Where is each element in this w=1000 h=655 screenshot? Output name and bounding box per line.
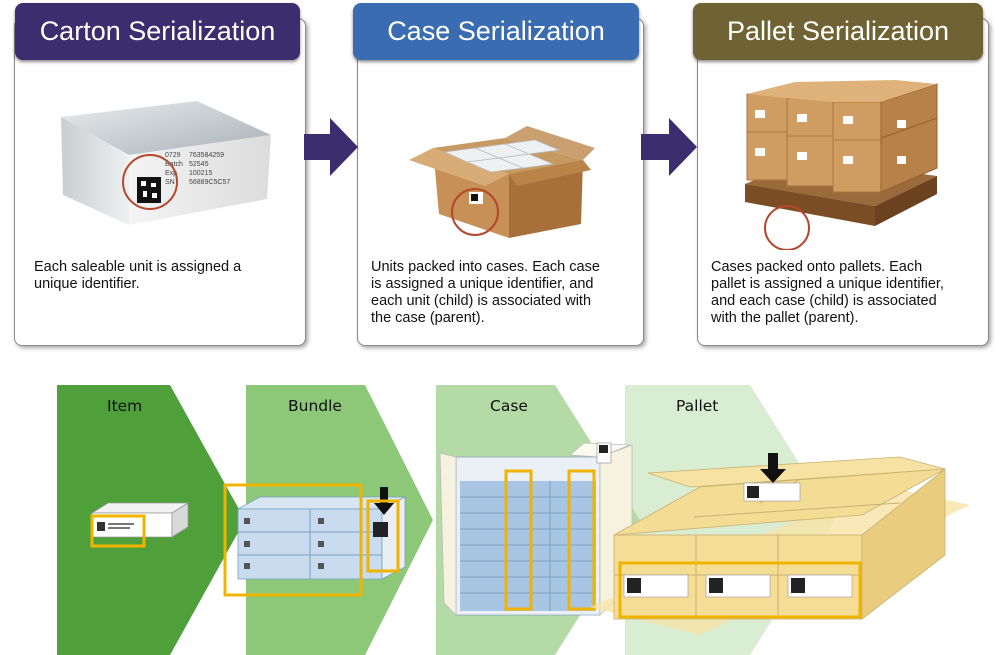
carton-label-value: 56889C5C57	[189, 179, 230, 186]
pallet-illustration	[745, 80, 938, 250]
carton-label-line: 0729	[165, 152, 181, 159]
highlight-circle-icon	[764, 205, 810, 250]
highlight-box	[90, 514, 146, 548]
carton-label-value: 763584259	[189, 152, 224, 159]
stage-label-case: Case	[490, 397, 528, 415]
highlight-circle-icon	[451, 188, 499, 236]
right-arrow-icon	[641, 118, 697, 176]
highlight-circle-icon	[122, 154, 178, 210]
stage-label-pallet: Pallet	[676, 397, 719, 415]
case-illustration	[409, 126, 595, 238]
highlight-box	[366, 499, 400, 573]
case-title-tab: Case Serialization	[353, 3, 639, 60]
highlight-box	[618, 561, 862, 619]
case-title: Case Serialization	[387, 16, 605, 46]
carton-description: Each saleable unit is assigned a unique …	[34, 259, 242, 292]
right-arrow-icon	[304, 118, 358, 176]
carton-label-line: SN	[165, 179, 175, 186]
pallet-title-tab: Pallet Serialization	[693, 3, 983, 60]
carton-qr-code	[137, 177, 161, 203]
stage-label-bundle: Bundle	[288, 397, 342, 415]
carton-label-value: 100215	[189, 170, 212, 177]
stage-label-item: Item	[107, 397, 143, 415]
carton-label-line: Batch	[165, 161, 183, 168]
stages-diagram	[57, 385, 970, 655]
carton-label-value: 52545	[189, 161, 209, 168]
pallet-title: Pallet Serialization	[726, 16, 950, 46]
pallet-description: Cases packed onto pallets. Each pallet i…	[711, 259, 944, 326]
carton-title-tab: Carton Serialization	[15, 3, 300, 60]
carton-illustration: 0729 Batch Exp SN 763584259 52545 100215…	[61, 101, 271, 225]
case-description: Units packed into cases. Each case is as…	[371, 259, 600, 326]
highlight-box	[504, 469, 533, 611]
highlight-box	[567, 469, 596, 611]
down-arrow-icon	[760, 453, 786, 483]
carton-title: Carton Serialization	[39, 16, 276, 46]
carton-label-line: Exp	[165, 170, 177, 177]
highlight-box	[223, 483, 363, 597]
